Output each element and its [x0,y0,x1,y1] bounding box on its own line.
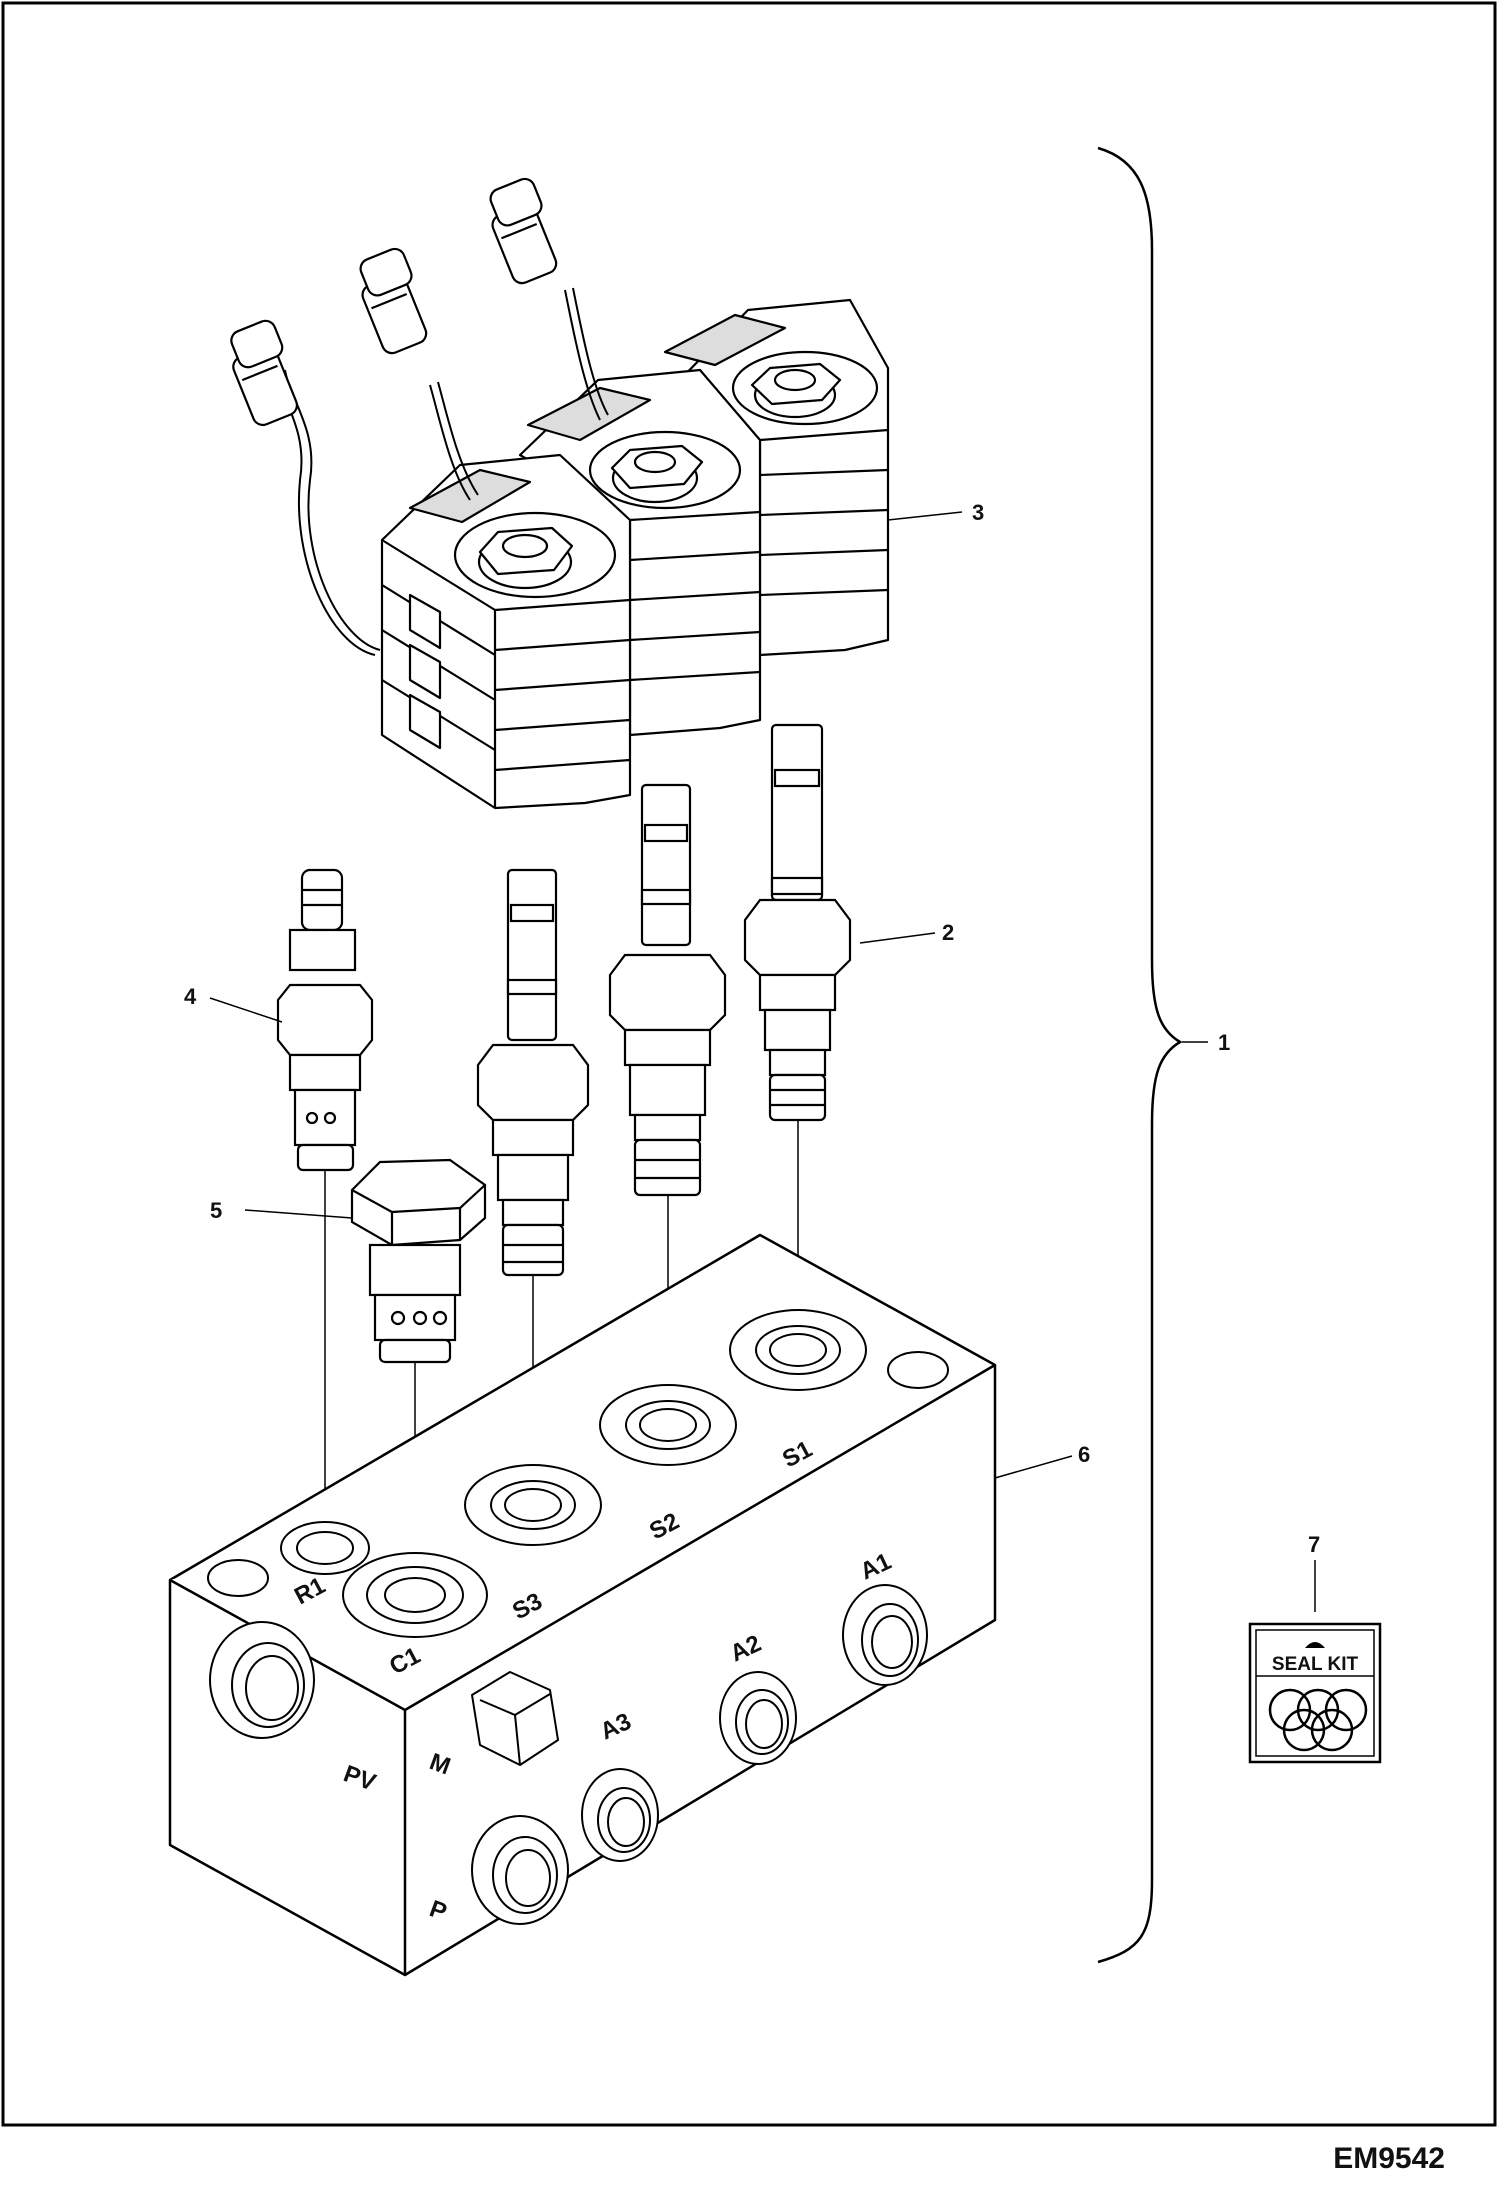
relief-valve [276,868,374,1172]
callout-3: 3 [972,500,984,525]
seal-kit-box: SEAL KIT [1248,1622,1382,1764]
cartridge-valves [276,723,852,1364]
assembly-brace [1097,146,1183,1964]
callout-5: 5 [210,1198,222,1223]
coil-rear [670,298,890,657]
callout-leaders [209,511,1316,1612]
coil-front [380,453,632,810]
callout-numbers: 1 2 3 4 5 6 7 [184,500,1320,1557]
port-plug [350,1158,487,1364]
callout-2: 2 [942,920,954,945]
callout-6: 6 [1078,1442,1090,1467]
callout-7: 7 [1308,1532,1320,1557]
valve-s2 [608,783,727,1197]
wire-connector-plugs [230,177,558,427]
callout-1: 1 [1218,1030,1230,1055]
valve-s3 [476,868,590,1277]
coil-middle [518,368,762,737]
drawing-border [1,1,1497,2127]
valve-s1 [743,723,852,1122]
drawing-code: EM9542 [1333,2142,1445,2175]
valve-manifold-block [168,1233,997,1977]
callout-4: 4 [184,984,197,1009]
o-ring-icon [1268,1688,1368,1752]
solenoid-coil-assembly [380,298,890,810]
seal-kit-label: SEAL KIT [1272,1654,1359,1675]
